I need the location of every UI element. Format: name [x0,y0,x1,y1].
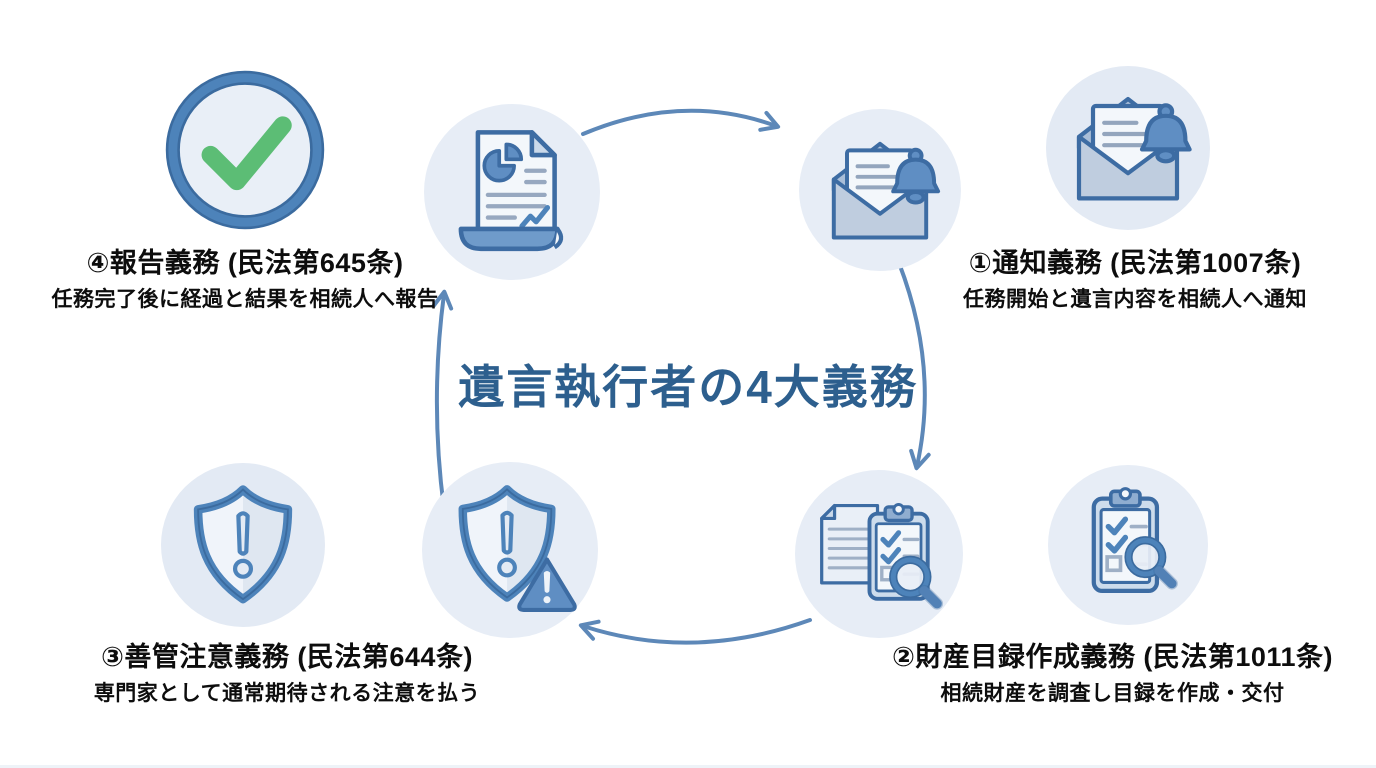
shield-exclamation-icon [177,479,309,611]
inventory-duty-label: ②財産目録作成義務 (民法第1011条) 相続財産を調査し目録を作成・交付 [890,641,1335,707]
cycle-step-inventory-bubble [795,470,963,638]
care-duty-heading: ③善管注意義務 (民法第644条) [101,642,473,672]
mail-bell-icon [1058,78,1198,218]
arrow-bottom [578,618,812,645]
inventory-duty-bubble [1048,465,1208,625]
notify-duty-bubble [1046,66,1210,230]
notify-duty-label: ①通知義務 (民法第1007条) 任務開始と遺言内容を相続人へ通知 [915,247,1355,313]
diagram-title: 遺言執行者の4大義務 [458,361,918,413]
care-duty-description: 専門家として通常期待される注意を払う [93,681,481,705]
report-duty-bubble [163,68,327,232]
shield-warning-icon [436,476,584,624]
cycle-step-care-bubble [422,462,598,638]
care-duty-label: ③善管注意義務 (民法第644条) 専門家として通常期待される注意を払う [67,641,507,707]
care-duty-bubble [161,463,325,627]
report-duty-label: ④報告義務 (民法第645条) 任務完了後に経過と結果を相続人へ報告 [25,247,465,313]
report-duty-heading: ④報告義務 (民法第645条) [86,248,404,278]
report-duty-description: 任務完了後に経過と結果を相続人へ報告 [51,287,439,311]
notify-duty-heading: ①通知義務 (民法第1007条) [968,248,1302,278]
check-circle-icon [163,68,327,232]
inventory-duty-heading: ②財産目録作成義務 (民法第1011条) [892,642,1333,672]
report-document-icon [441,121,583,263]
documents-clipboard-magnifier-icon [820,484,949,624]
cycle-step-report-bubble [424,104,600,280]
cycle-step-notify-bubble [799,109,961,271]
bottom-edge-decoration [0,765,1376,768]
inventory-duty-description: 相続財産を調査し目録を作成・交付 [940,681,1285,705]
mail-bell-icon [814,124,946,256]
clipboard-magnifier-icon [1062,479,1194,611]
notify-duty-description: 任務開始と遺言内容を相続人へ通知 [963,287,1307,311]
arrow-top [581,108,781,136]
